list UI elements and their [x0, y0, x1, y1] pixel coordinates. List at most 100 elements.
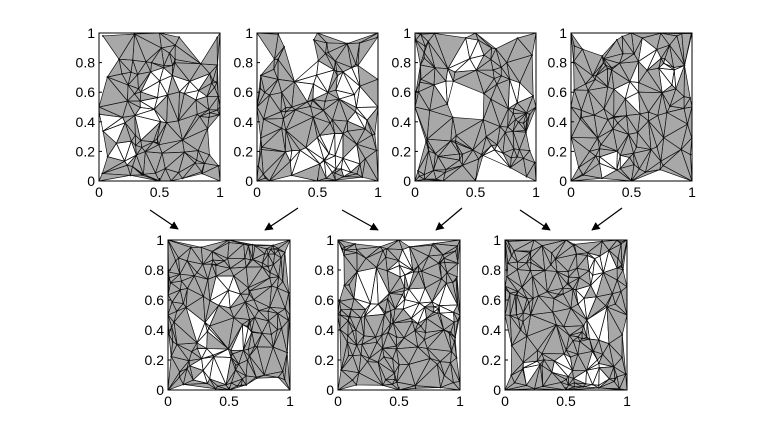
complex-vertex — [431, 244, 434, 247]
complex-edge — [418, 287, 433, 304]
complex-triangle — [475, 69, 495, 95]
complex-vertex — [620, 243, 623, 245]
complex-vertex — [280, 110, 282, 113]
complex-edge — [294, 74, 318, 85]
complex-vertex — [455, 356, 458, 359]
complex-vertex — [323, 159, 326, 162]
complex-vertex — [351, 379, 354, 382]
complex-vertex — [417, 265, 420, 267]
complex-vertex — [575, 253, 578, 256]
complex-vertex — [333, 172, 336, 174]
complex-vertex — [161, 152, 164, 155]
complex-vertex — [424, 45, 427, 48]
y-tick-label: 0 — [559, 173, 567, 189]
complex-triangle — [188, 63, 211, 83]
complex-vertex — [425, 140, 427, 143]
complex-vertex — [335, 70, 338, 73]
complex-vertex — [529, 261, 532, 264]
complex-triangle — [201, 165, 220, 181]
complex-vertex — [541, 244, 544, 247]
complex-vertex — [380, 334, 383, 337]
complex-vertex — [418, 302, 421, 304]
complex-triangle — [563, 325, 585, 336]
complex-vertex — [591, 383, 594, 386]
complex-vertex — [384, 378, 387, 381]
complex-vertex — [170, 355, 173, 358]
complex-vertex — [442, 329, 445, 331]
complex-vertex — [661, 91, 664, 94]
complex-vertex — [257, 165, 260, 168]
complex-triangle — [581, 330, 588, 340]
complex-vertex — [675, 35, 678, 37]
complex-vertex — [522, 361, 525, 364]
complex-vertex — [620, 290, 622, 293]
complex-edge — [289, 149, 301, 163]
complex-triangle — [648, 111, 659, 122]
complex-vertex — [615, 38, 618, 41]
complex-vertex — [350, 66, 353, 69]
complex-vertex — [588, 150, 591, 153]
complex-vertex — [683, 95, 685, 98]
complex-vertex — [621, 264, 623, 266]
complex-triangle — [216, 33, 220, 66]
complex-triangle — [338, 284, 355, 302]
complex-vertex — [229, 267, 232, 270]
complex-vertex — [334, 60, 337, 63]
complex-vertex — [577, 166, 580, 169]
complex-vertex — [281, 370, 284, 373]
complex-vertex — [342, 157, 344, 160]
complex-triangle — [169, 52, 176, 67]
complex-vertex — [586, 251, 589, 254]
complex-triangle — [669, 95, 685, 109]
complex-vertex — [638, 167, 641, 170]
complex-vertex — [591, 350, 594, 353]
complex-vertex — [443, 374, 446, 377]
y-tick-label: 0.4 — [76, 114, 96, 130]
y-tick-label: 0.8 — [548, 55, 568, 71]
complex-vertex — [560, 381, 563, 384]
complex-vertex — [338, 98, 340, 100]
complex-triangle — [257, 33, 279, 61]
complex-vertex — [403, 286, 406, 289]
complex-vertex — [516, 101, 519, 104]
complex-triangle — [284, 352, 290, 390]
complex-vertex — [500, 66, 503, 69]
complex-vertex — [512, 107, 515, 110]
complex-vertex — [586, 254, 589, 257]
complex-vertex — [127, 84, 129, 86]
complex-vertex — [386, 297, 389, 300]
complex-triangle — [624, 97, 641, 116]
complex-triangle — [519, 54, 534, 97]
complex-vertex — [528, 113, 531, 116]
complex-vertex — [572, 288, 574, 291]
complex-vertex — [225, 383, 227, 386]
complex-vertex — [282, 117, 285, 120]
complex-vertex — [606, 306, 608, 308]
y-tick-label: 1 — [326, 232, 334, 248]
complex-vertex — [272, 68, 275, 71]
complex-vertex — [427, 146, 430, 148]
complex-triangle — [600, 169, 633, 181]
complex-vertex — [453, 321, 456, 324]
complex-vertex — [647, 111, 650, 114]
complex-vertex — [591, 274, 594, 276]
complex-triangle — [161, 151, 186, 170]
complex-vertex — [208, 153, 211, 156]
complex-vertex — [171, 340, 174, 343]
complex-vertex — [263, 374, 266, 376]
complex-vertex — [399, 276, 402, 278]
complex-vertex — [601, 353, 604, 356]
complex-vertex — [429, 357, 432, 360]
complex-vertex — [508, 292, 511, 295]
complex-vertex — [414, 387, 417, 390]
y-tick-label: 0.2 — [76, 143, 96, 159]
complex-vertex — [613, 380, 616, 383]
complex-triangle — [541, 240, 567, 254]
complex-vertex — [166, 94, 169, 96]
complex-vertex — [456, 245, 459, 247]
complex-vertex — [518, 148, 521, 151]
y-tick-label: 0.4 — [482, 322, 502, 338]
